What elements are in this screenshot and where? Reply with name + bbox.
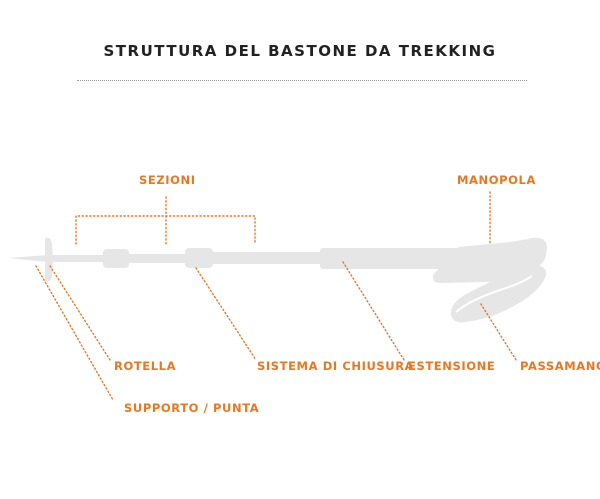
pole-upper-section [212,252,322,264]
pole-middle-section [128,254,186,263]
label-sistema-chiusura: SISTEMA DI CHIUSURA [257,359,415,373]
pole-tip [8,255,48,262]
label-passamano: PASSAMANO [520,359,600,373]
label-estensione: ESTENSIONE [408,359,496,373]
leader-lines [35,191,517,401]
pole-lock-2 [185,248,213,268]
diagram-title: STRUTTURA DEL BASTONE DA TREKKING [103,42,497,60]
estensione-leader [342,261,405,361]
label-supporto-punta: SUPPORTO / PUNTA [124,401,260,415]
pole-lock-1 [103,249,129,268]
rotella-leader [49,265,111,361]
label-rotella: ROTELLA [114,359,177,373]
pole-basket [45,237,53,282]
chiusura-leader [195,267,257,361]
trekking-pole [8,237,547,323]
passamano-leader [480,303,517,361]
title-divider [77,80,527,81]
label-sezioni: SEZIONI [139,173,196,187]
pole-lower-section [52,255,104,262]
pole-extension [320,248,460,269]
supporto-leader [35,265,114,401]
label-manopola: MANOPOLA [457,173,536,187]
